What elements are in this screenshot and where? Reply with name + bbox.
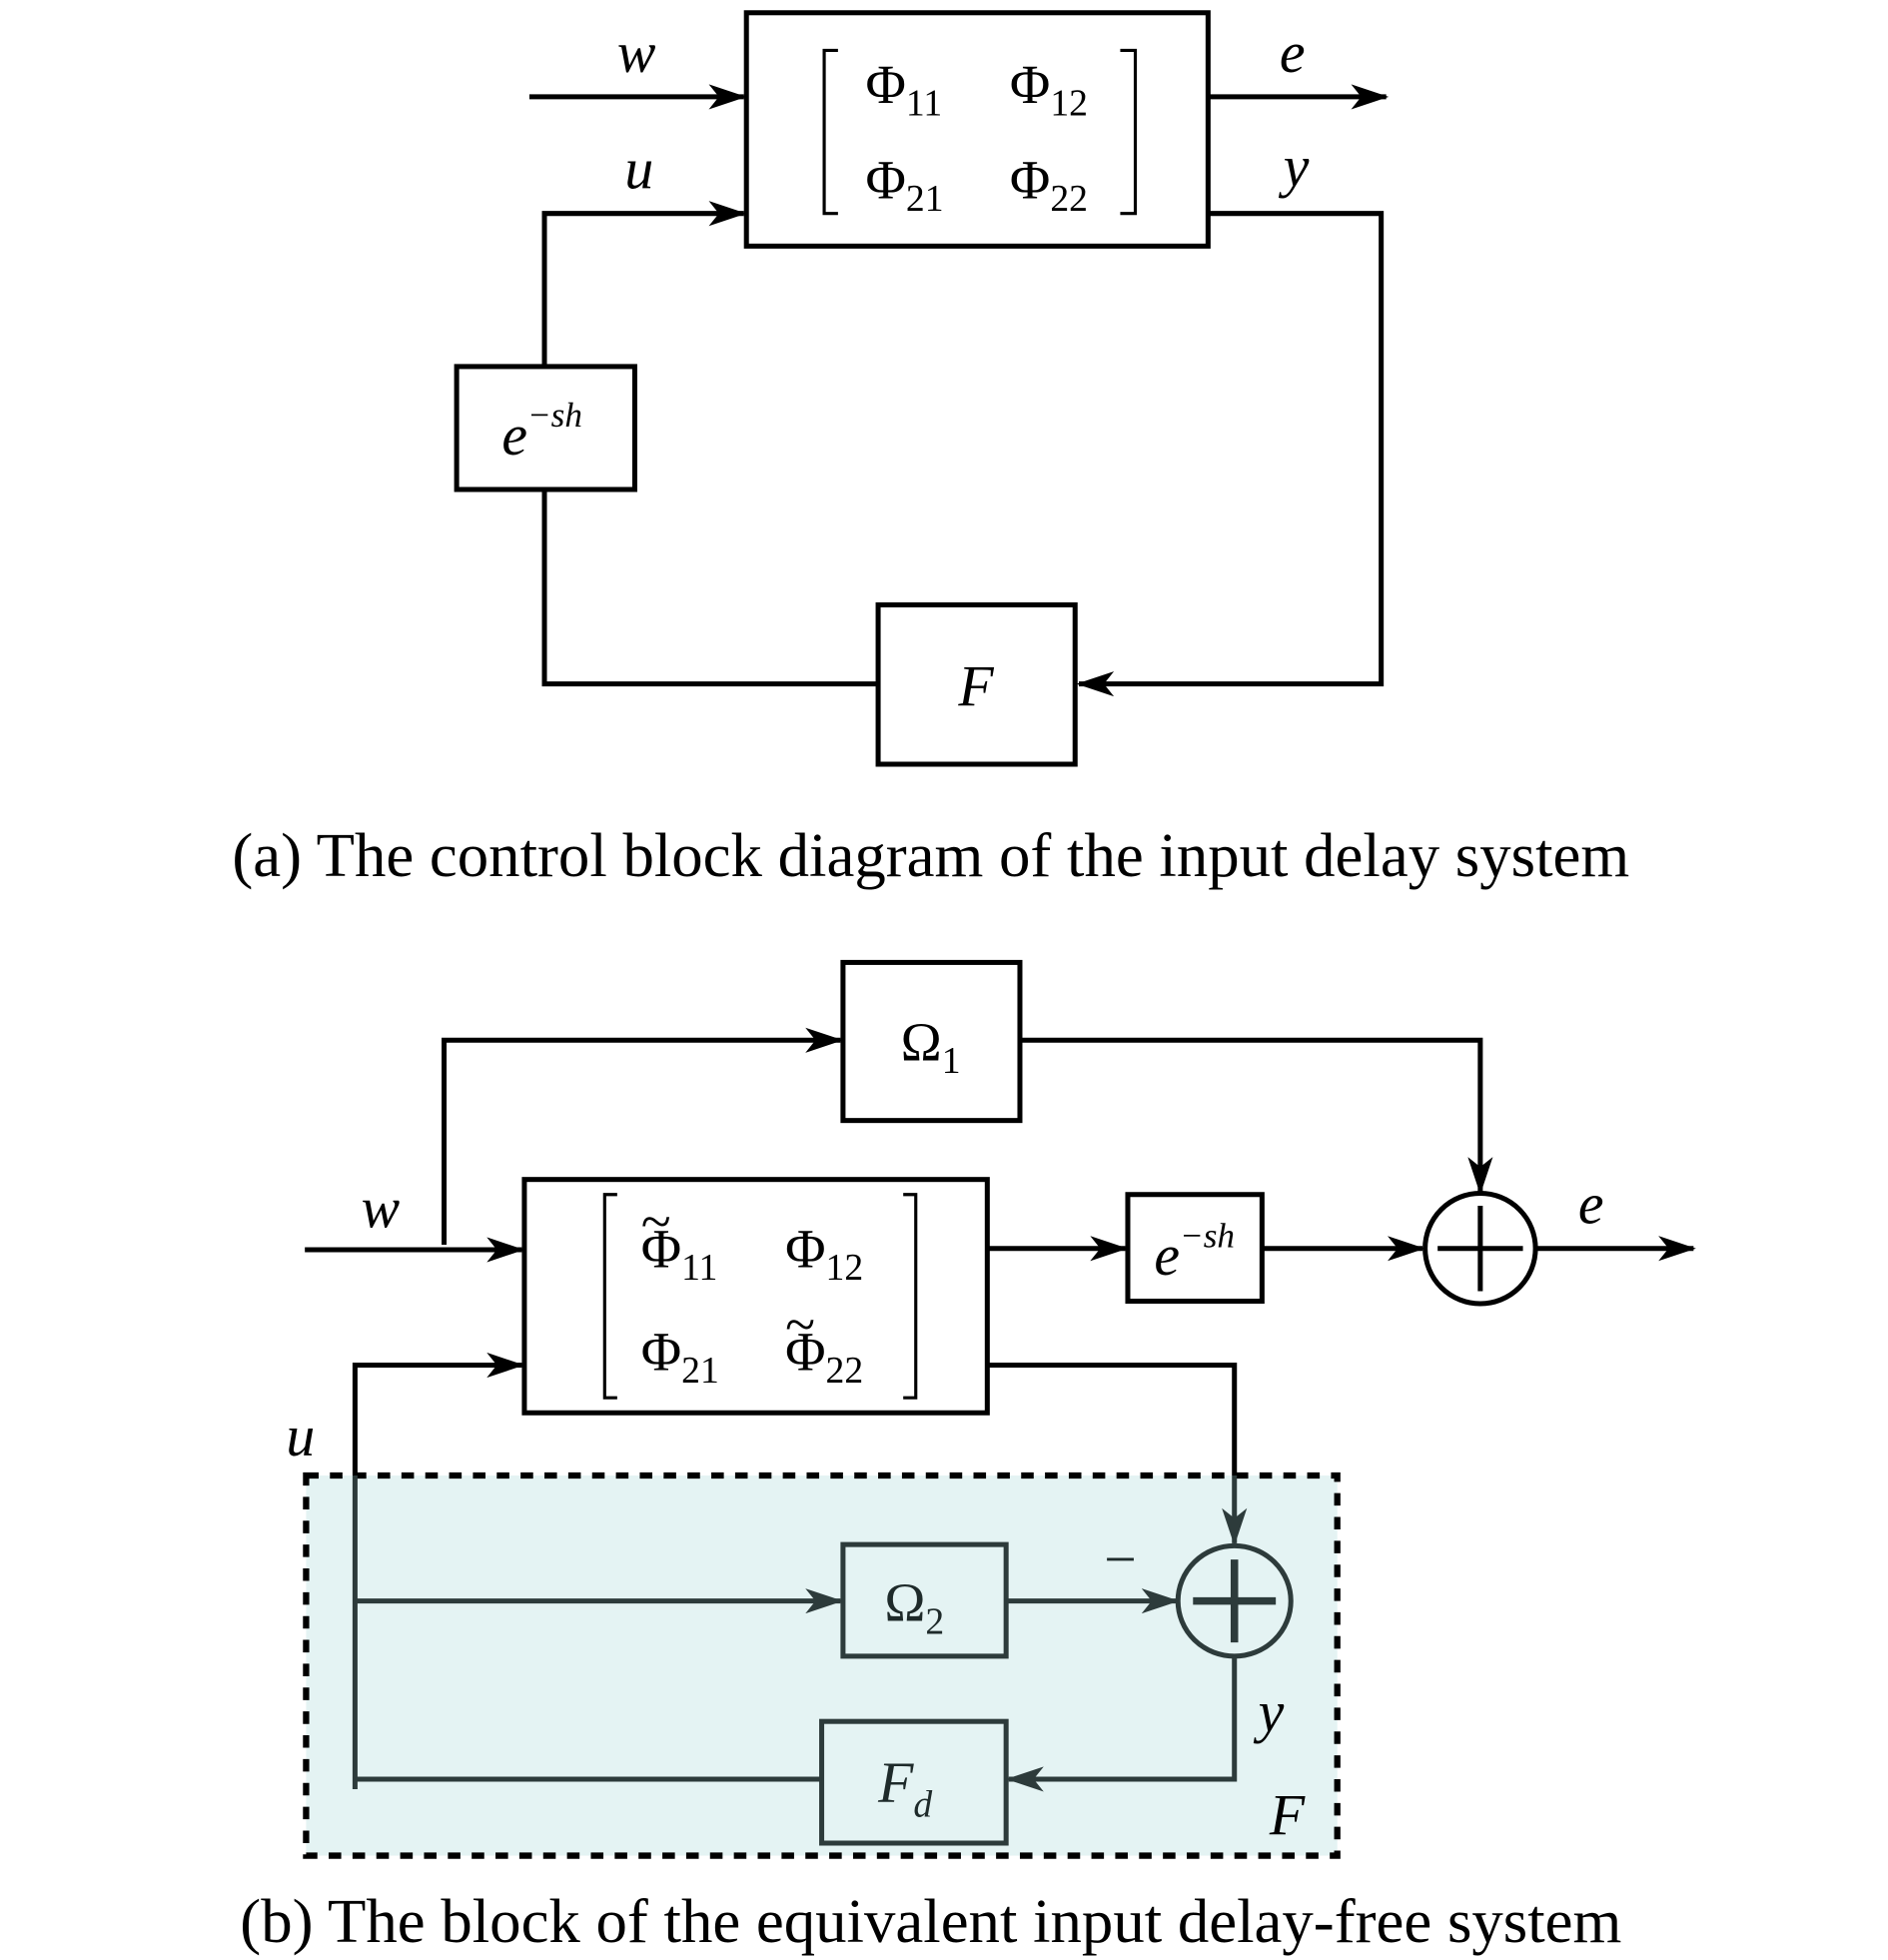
y-wire-b: [1006, 1655, 1238, 1792]
y-wire-a: [1076, 211, 1385, 697]
w-branch-wire-b: [442, 1027, 843, 1245]
matrix-right-bracket-a: [1120, 48, 1138, 216]
u-label-b: u: [286, 1406, 315, 1469]
e-label-b: e: [1578, 1174, 1604, 1237]
u-wire-b: [352, 1352, 524, 1476]
omega2-label-b: Ω2: [884, 1572, 944, 1643]
delay-block-a: [454, 364, 637, 492]
omega1-label-b: Ω1: [901, 1011, 961, 1082]
phi22-tilde-b: ~: [785, 1294, 815, 1355]
omega2-block-b: [840, 1541, 1009, 1659]
controller-region-label-b: F: [1269, 1784, 1306, 1847]
caption-a: (a) The control block diagram of the inp…: [232, 820, 1629, 890]
diagram-a: Φ11 Φ12 Φ21 Φ22 w e y F e−sh u (a) The c…: [232, 10, 1629, 890]
u-wire-a: [541, 201, 747, 367]
omega1-block-b: [840, 959, 1023, 1124]
phi12-a: Φ12: [1010, 54, 1088, 125]
minus-sign-b: −: [1104, 1528, 1137, 1591]
plant-block-b: [521, 1177, 990, 1416]
diagram-b: F Ω1 ~ Φ11 Φ12 Φ21 ~ Φ22 w e−sh e: [240, 959, 1696, 1956]
phi22-b: Φ22: [785, 1322, 863, 1393]
w-label-b: w: [362, 1177, 401, 1240]
delay-block-b: [1125, 1192, 1265, 1304]
delay-label-b: e−sh: [1154, 1216, 1235, 1288]
fd-label-b: Fd: [877, 1752, 932, 1826]
u-label-a: u: [624, 139, 653, 202]
matrix-left-bracket-b: [602, 1193, 617, 1400]
omega1-to-sum-wire-b: [1019, 1037, 1493, 1195]
w-label-a: w: [617, 22, 656, 85]
controller-label-a: F: [957, 655, 994, 718]
phi11-tilde-b: ~: [641, 1191, 671, 1252]
controller-to-delay-wire-a: [541, 488, 879, 687]
matrix-left-bracket-a: [822, 48, 838, 216]
plant-block-a: [743, 10, 1211, 249]
fd-block-b: [819, 1718, 1009, 1846]
phi11-a: Φ11: [866, 54, 943, 125]
caption-b: (b) The block of the equivalent input de…: [240, 1886, 1621, 1956]
phi21-a: Φ21: [866, 150, 944, 221]
y-label-b: y: [1254, 1681, 1285, 1744]
phi21-b: Φ21: [641, 1322, 719, 1393]
controller-block-a: [875, 602, 1078, 767]
matrix-right-bracket-b: [903, 1193, 918, 1400]
y-label-a: y: [1279, 136, 1310, 199]
plant-to-inner-sum-wire-b: [987, 1363, 1238, 1476]
phi22-a: Φ22: [1010, 150, 1088, 221]
e-label-a: e: [1280, 22, 1306, 85]
phi12-b: Φ12: [785, 1219, 863, 1290]
phi11-b: Φ11: [641, 1219, 718, 1290]
delay-label-a: e−sh: [501, 396, 582, 468]
